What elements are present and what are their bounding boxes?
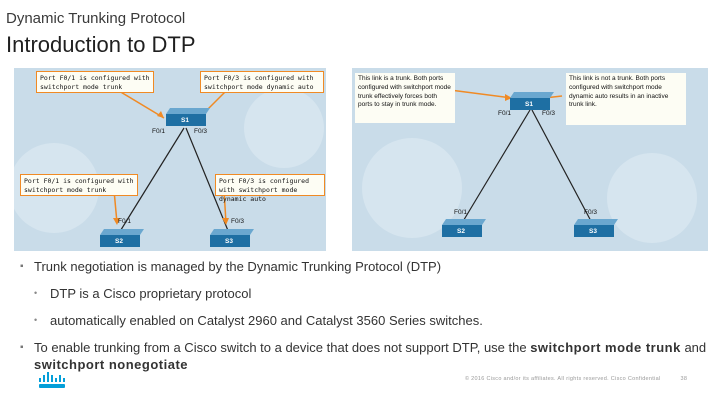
trunk-explanation-note: This link is a trunk. Both ports configu…: [355, 73, 455, 123]
page-number: 38: [680, 376, 688, 382]
slide-subtitle: Dynamic Trunking Protocol: [6, 10, 186, 27]
bullet-item: Trunk negotiation is managed by the Dyna…: [20, 258, 710, 275]
port-label: F0/1: [152, 128, 166, 135]
switch-s1-icon: [510, 92, 554, 110]
bullet-item: To enable trunking from a Cisco switch t…: [20, 339, 710, 373]
left-topology-diagram: Port F0/1 is configured with switchport …: [14, 68, 326, 251]
switch-label: S3: [589, 228, 597, 235]
right-topology-lines: [362, 89, 697, 243]
bullet-list: Trunk negotiation is managed by the Dyna…: [20, 258, 710, 383]
callout-s1-f03: Port F0/3 is configured with switchport …: [200, 71, 324, 93]
switch-label: S2: [115, 238, 123, 245]
switch-s3-icon: [574, 219, 618, 237]
switch-s2-icon: [442, 219, 486, 237]
port-label: F0/1: [498, 110, 512, 117]
slide-title: Introduction to DTP: [6, 32, 196, 57]
switch-label: S3: [225, 238, 233, 245]
footer-copyright: © 2016 Cisco and/or its affiliates. All …: [465, 376, 687, 382]
command-text: switchport mode trunk: [530, 340, 681, 355]
callout-s3-f03: Port F0/3 is configured with switchport …: [215, 174, 325, 203]
sub-bullet-item: automatically enabled on Catalyst 2960 a…: [20, 312, 710, 329]
port-label: F0/3: [194, 128, 208, 135]
bullet-text: and: [680, 340, 707, 355]
not-trunk-explanation-note: This link is not a trunk. Both ports con…: [566, 73, 686, 125]
port-label: F0/1: [454, 209, 468, 216]
port-label: F0/3: [542, 110, 556, 117]
switch-s1-icon: [166, 108, 210, 126]
callout-s1-f01: Port F0/1 is configured with switchport …: [36, 71, 154, 93]
bullet-text: To enable trunking from a Cisco switch t…: [34, 340, 531, 355]
copyright-text: © 2016 Cisco and/or its affiliates. All …: [465, 376, 661, 382]
switch-s3-icon: [210, 229, 254, 247]
port-label: F0/3: [231, 218, 245, 225]
cisco-logo-icon: [39, 372, 65, 388]
switch-label: S2: [457, 228, 465, 235]
callout-s2-f01: Port F0/1 is configured with switchport …: [20, 174, 138, 196]
left-topology-lines: [14, 87, 324, 247]
port-label: F0/3: [584, 209, 598, 216]
switch-label: S1: [525, 101, 533, 108]
command-text: switchport nonegotiate: [34, 357, 188, 372]
port-label: F0/1: [118, 218, 132, 225]
switch-label: S1: [181, 117, 189, 124]
switch-s2-icon: [100, 229, 144, 247]
sub-bullet-item: DTP is a Cisco proprietary protocol: [20, 285, 710, 302]
right-topology-diagram: This link is a trunk. Both ports configu…: [352, 68, 708, 251]
